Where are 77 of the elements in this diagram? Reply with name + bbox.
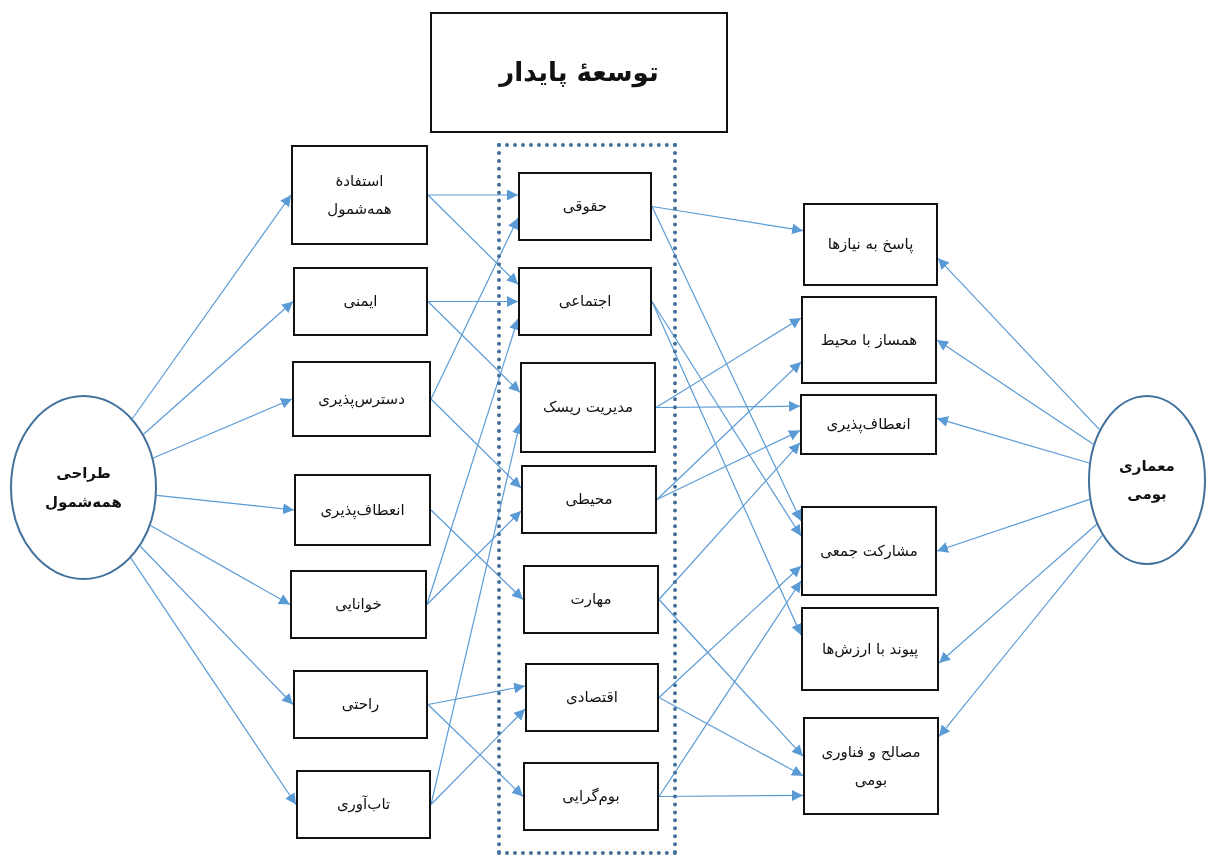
node-label: مدیریت ریسک	[541, 397, 635, 419]
arrow	[430, 398, 522, 489]
node-label: انعطاف‌پذیری	[825, 414, 912, 436]
arrow	[427, 300, 521, 393]
concept-box	[801, 296, 937, 384]
node-label: مهارت	[569, 589, 613, 611]
node-label: مصالح و فناوری بومی	[820, 741, 922, 791]
concept-box	[523, 565, 659, 634]
node-label: انعطاف‌پذیری	[319, 499, 406, 522]
node-label: دسترس‌پذیری	[317, 388, 406, 411]
concept-box	[803, 717, 939, 815]
concept-box	[801, 607, 939, 691]
concept-box	[800, 394, 937, 455]
arrow	[651, 205, 804, 235]
concept-box	[290, 570, 427, 639]
concept-box	[518, 172, 652, 241]
arrow	[936, 498, 1091, 553]
arrow	[658, 790, 804, 801]
node-label: راحتی	[340, 694, 381, 716]
concept-box	[520, 362, 656, 453]
concept-box	[293, 670, 428, 739]
concept-box	[801, 506, 937, 596]
arrow	[156, 494, 295, 515]
node-label: معماری بومی	[1118, 455, 1176, 505]
arrow	[427, 682, 526, 706]
node-label: تاب‌آوری	[335, 794, 392, 816]
concept-box	[803, 203, 938, 286]
node-label: استفادهٔ همه‌شمول	[326, 170, 393, 220]
arrow	[658, 580, 802, 798]
arrow	[936, 416, 1090, 464]
concept-box	[523, 762, 659, 831]
arrow	[142, 300, 294, 435]
arrow	[131, 194, 292, 420]
arrow	[130, 557, 297, 806]
arrow	[427, 703, 524, 798]
arrow	[149, 524, 291, 606]
node-label: طراحی همه‌شمول	[44, 463, 123, 513]
node-label: اجتماعی	[557, 291, 613, 313]
concept-box	[294, 474, 431, 546]
arrow	[655, 317, 802, 409]
arrow	[656, 430, 801, 501]
concept-box	[518, 267, 652, 336]
node-label: حقوقی	[561, 196, 609, 218]
concept-box	[293, 267, 428, 336]
arrow	[655, 400, 801, 412]
node-label: پاسخ به نیازها	[826, 234, 915, 256]
arrow	[427, 194, 519, 285]
arrow	[938, 534, 1103, 738]
arrow	[139, 545, 294, 706]
node-label: ایمنی	[342, 291, 379, 313]
node-label: اقتصادی	[565, 687, 619, 709]
arrow	[938, 523, 1098, 664]
node-label: خوانایی	[334, 594, 383, 616]
arrow	[936, 339, 1095, 445]
arrow	[430, 708, 526, 806]
arrow	[656, 361, 802, 501]
node-label: مشارکت جمعی	[819, 540, 919, 562]
arrow	[152, 398, 293, 459]
arrow	[658, 565, 802, 699]
node-label: همساز با محیط	[819, 329, 919, 351]
arrow	[937, 257, 1101, 431]
concept-box	[296, 770, 431, 839]
arrow	[658, 598, 804, 757]
concept-box	[292, 361, 431, 437]
node-label: محیطی	[564, 489, 614, 511]
arrow	[658, 442, 801, 601]
concept-box	[291, 145, 428, 245]
title-box	[430, 12, 728, 133]
node-label: پیوند با ارزش‌ها	[820, 638, 920, 661]
concept-box	[521, 465, 657, 534]
dotted-group-frame	[497, 143, 677, 855]
arrow	[658, 696, 804, 777]
arrow	[427, 189, 519, 201]
arrow	[427, 296, 519, 307]
node-label: توسعهٔ پایدار	[497, 55, 660, 90]
concept-box	[525, 663, 659, 732]
node-label: بوم‌گرایی	[561, 786, 621, 808]
